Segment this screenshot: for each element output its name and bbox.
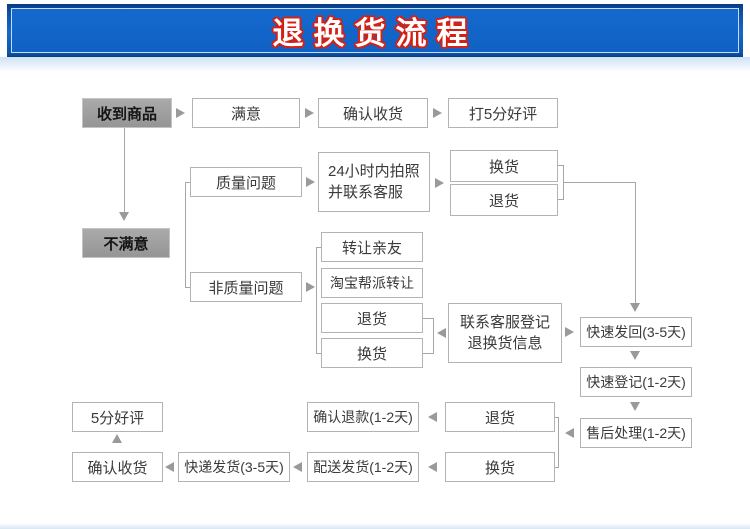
connector-line bbox=[563, 182, 635, 183]
connector-line bbox=[423, 353, 434, 354]
node-return-top: 退货 bbox=[450, 184, 558, 216]
connector-line bbox=[185, 182, 191, 183]
arrow-left-icon bbox=[165, 462, 174, 472]
arrow-down-icon bbox=[119, 212, 129, 221]
connector-line bbox=[558, 199, 564, 200]
connector-line bbox=[185, 287, 191, 288]
header-banner-inner: 退换货流程 bbox=[11, 8, 739, 53]
header-fade-strip bbox=[0, 57, 750, 72]
node-confirm-receipt-bottom: 确认收货 bbox=[72, 452, 163, 482]
header-banner: 退换货流程 bbox=[7, 4, 743, 57]
arrow-right-icon bbox=[176, 108, 185, 118]
arrow-left-icon bbox=[428, 462, 437, 472]
arrow-left-icon bbox=[437, 328, 446, 338]
arrow-right-icon bbox=[306, 177, 315, 187]
node-express-shipping: 快递发货(3-5天) bbox=[178, 452, 290, 482]
node-non-quality-issue: 非质量问题 bbox=[190, 272, 302, 302]
arrow-down-icon bbox=[630, 402, 640, 411]
node-delivery-shipping: 配送发货(1-2天) bbox=[307, 452, 419, 482]
node-photo-24h: 24小时内拍照 并联系客服 bbox=[318, 152, 430, 212]
node-exchange-mid: 换货 bbox=[321, 338, 423, 368]
arrow-down-icon bbox=[630, 351, 640, 360]
connector-line bbox=[423, 318, 434, 319]
arrow-right-icon bbox=[435, 178, 444, 188]
node-confirm-refund: 确认退款(1-2天) bbox=[307, 402, 419, 432]
node-return-bottom: 退货 bbox=[445, 402, 555, 432]
node-transfer-friend: 转让亲友 bbox=[321, 232, 423, 262]
node-confirm-receipt-top: 确认收货 bbox=[318, 98, 428, 128]
node-unsatisfied: 不满意 bbox=[82, 228, 170, 258]
arrow-right-icon bbox=[433, 108, 442, 118]
connector-line bbox=[555, 467, 559, 468]
node-fast-return: 快速发回(3-5天) bbox=[580, 317, 692, 347]
node-exchange-bottom: 换货 bbox=[445, 452, 555, 482]
node-quality-issue: 质量问题 bbox=[190, 167, 302, 197]
node-five-star-rating: 打5分好评 bbox=[448, 98, 558, 128]
arrow-right-icon bbox=[306, 282, 315, 292]
node-satisfied: 满意 bbox=[192, 98, 300, 128]
connector-line bbox=[635, 182, 636, 303]
node-exchange-top: 换货 bbox=[450, 150, 558, 182]
connector-line bbox=[185, 182, 186, 288]
node-five-star-bottom: 5分好评 bbox=[72, 402, 163, 432]
connector-line bbox=[555, 417, 559, 418]
bottom-fade-strip bbox=[0, 523, 750, 529]
connector-line bbox=[558, 417, 559, 468]
node-aftersale-processing: 售后处理(1-2天) bbox=[580, 418, 692, 448]
arrow-left-icon bbox=[565, 428, 574, 438]
arrow-up-icon bbox=[112, 434, 122, 443]
page-title: 退换货流程 bbox=[272, 16, 478, 51]
connector-line bbox=[433, 318, 434, 354]
connector-line bbox=[316, 353, 322, 354]
node-taobao-transfer: 淘宝帮派转让 bbox=[321, 268, 423, 298]
connector-line bbox=[558, 165, 564, 166]
connector-line bbox=[124, 128, 125, 214]
node-fast-register: 快速登记(1-2天) bbox=[580, 367, 692, 397]
node-return-mid: 退货 bbox=[321, 303, 423, 333]
node-receive-goods: 收到商品 bbox=[82, 98, 172, 128]
node-contact-service: 联系客服登记 退换货信息 bbox=[448, 303, 562, 363]
arrow-left-icon bbox=[293, 462, 302, 472]
arrow-down-icon bbox=[630, 303, 640, 312]
connector-line bbox=[316, 247, 317, 354]
connector-line bbox=[316, 247, 322, 248]
arrow-right-icon bbox=[565, 327, 574, 337]
arrow-right-icon bbox=[305, 108, 314, 118]
arrow-left-icon bbox=[428, 412, 437, 422]
